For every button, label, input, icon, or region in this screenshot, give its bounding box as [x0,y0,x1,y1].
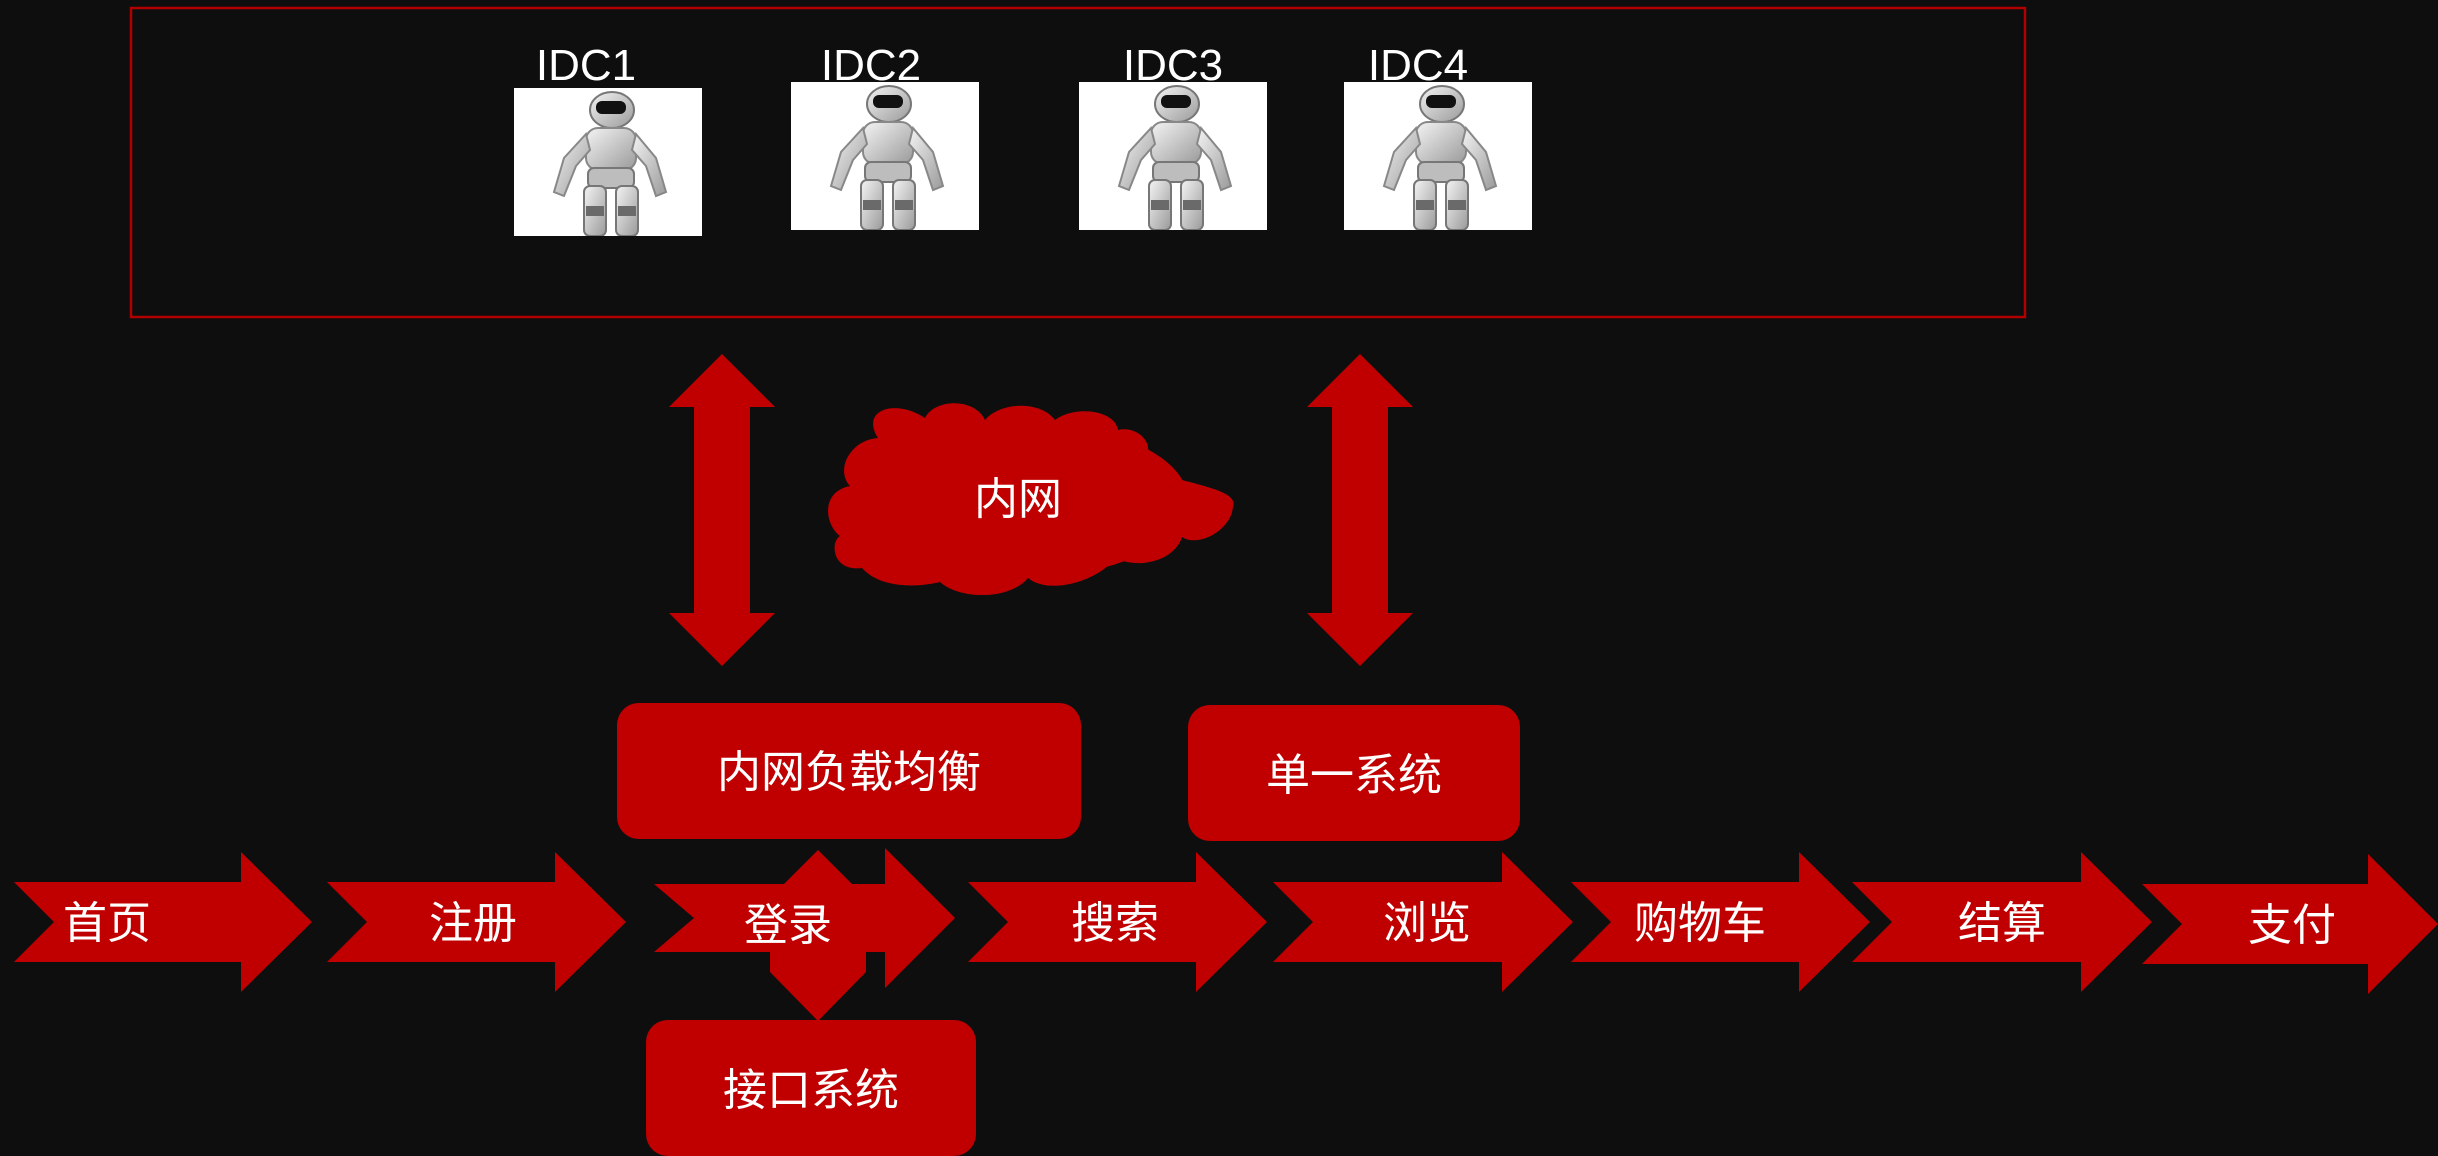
idc-1: IDC1 [514,41,702,236]
intranet-label: 内网 [974,474,1062,525]
robot-icon [514,88,702,236]
flow-step-label: 购物车 [1634,898,1766,949]
flow-step-label: 注册 [429,898,517,949]
flow-step-3: 登录 [654,848,955,988]
flow-step-1: 首页 [14,852,312,992]
flow-step-8: 支付 [2142,854,2438,994]
flow-step-2: 注册 [327,852,626,992]
down-arrow-icon [770,947,866,1021]
idc-group-frame [129,6,2027,319]
robot-icon [1079,82,1267,230]
flow-step-label: 浏览 [1383,898,1471,949]
flow-step-label: 搜索 [1071,898,1159,949]
flow-step-6: 购物车 [1571,852,1870,992]
idc-3: IDC3 [1079,41,1267,230]
flow-step-label: 登录 [744,900,832,951]
up-arrow-icon [770,850,866,898]
intranet-cloud: 内网 [828,403,1234,596]
flow-step-label: 支付 [2248,900,2336,951]
double-arrow-icon [669,354,775,666]
robot-icon [1344,82,1532,230]
double-arrow-icon [1307,354,1413,666]
idc-label: IDC1 [536,41,636,90]
load-balancer-box: 内网负载均衡 [617,703,1081,839]
flow-step-5: 浏览 [1273,852,1573,992]
idc-2: IDC2 [791,41,979,230]
interface-system-box: 接口系统 [646,1020,976,1156]
flow-step-4: 搜索 [968,852,1267,992]
load-balancer-label: 内网负载均衡 [717,747,981,798]
single-system-label: 单一系统 [1266,750,1442,801]
idc-label: IDC4 [1368,41,1468,90]
flow-step-7: 结算 [1852,852,2152,992]
interface-system-label: 接口系统 [723,1065,899,1116]
flow-step-label: 首页 [63,898,151,949]
idc-label: IDC2 [821,41,921,90]
flow-step-label: 结算 [1958,898,2046,949]
idc-4: IDC4 [1344,41,1532,230]
robot-icon [791,82,979,230]
single-system-box: 单一系统 [1188,705,1520,841]
idc-label: IDC3 [1123,41,1223,90]
